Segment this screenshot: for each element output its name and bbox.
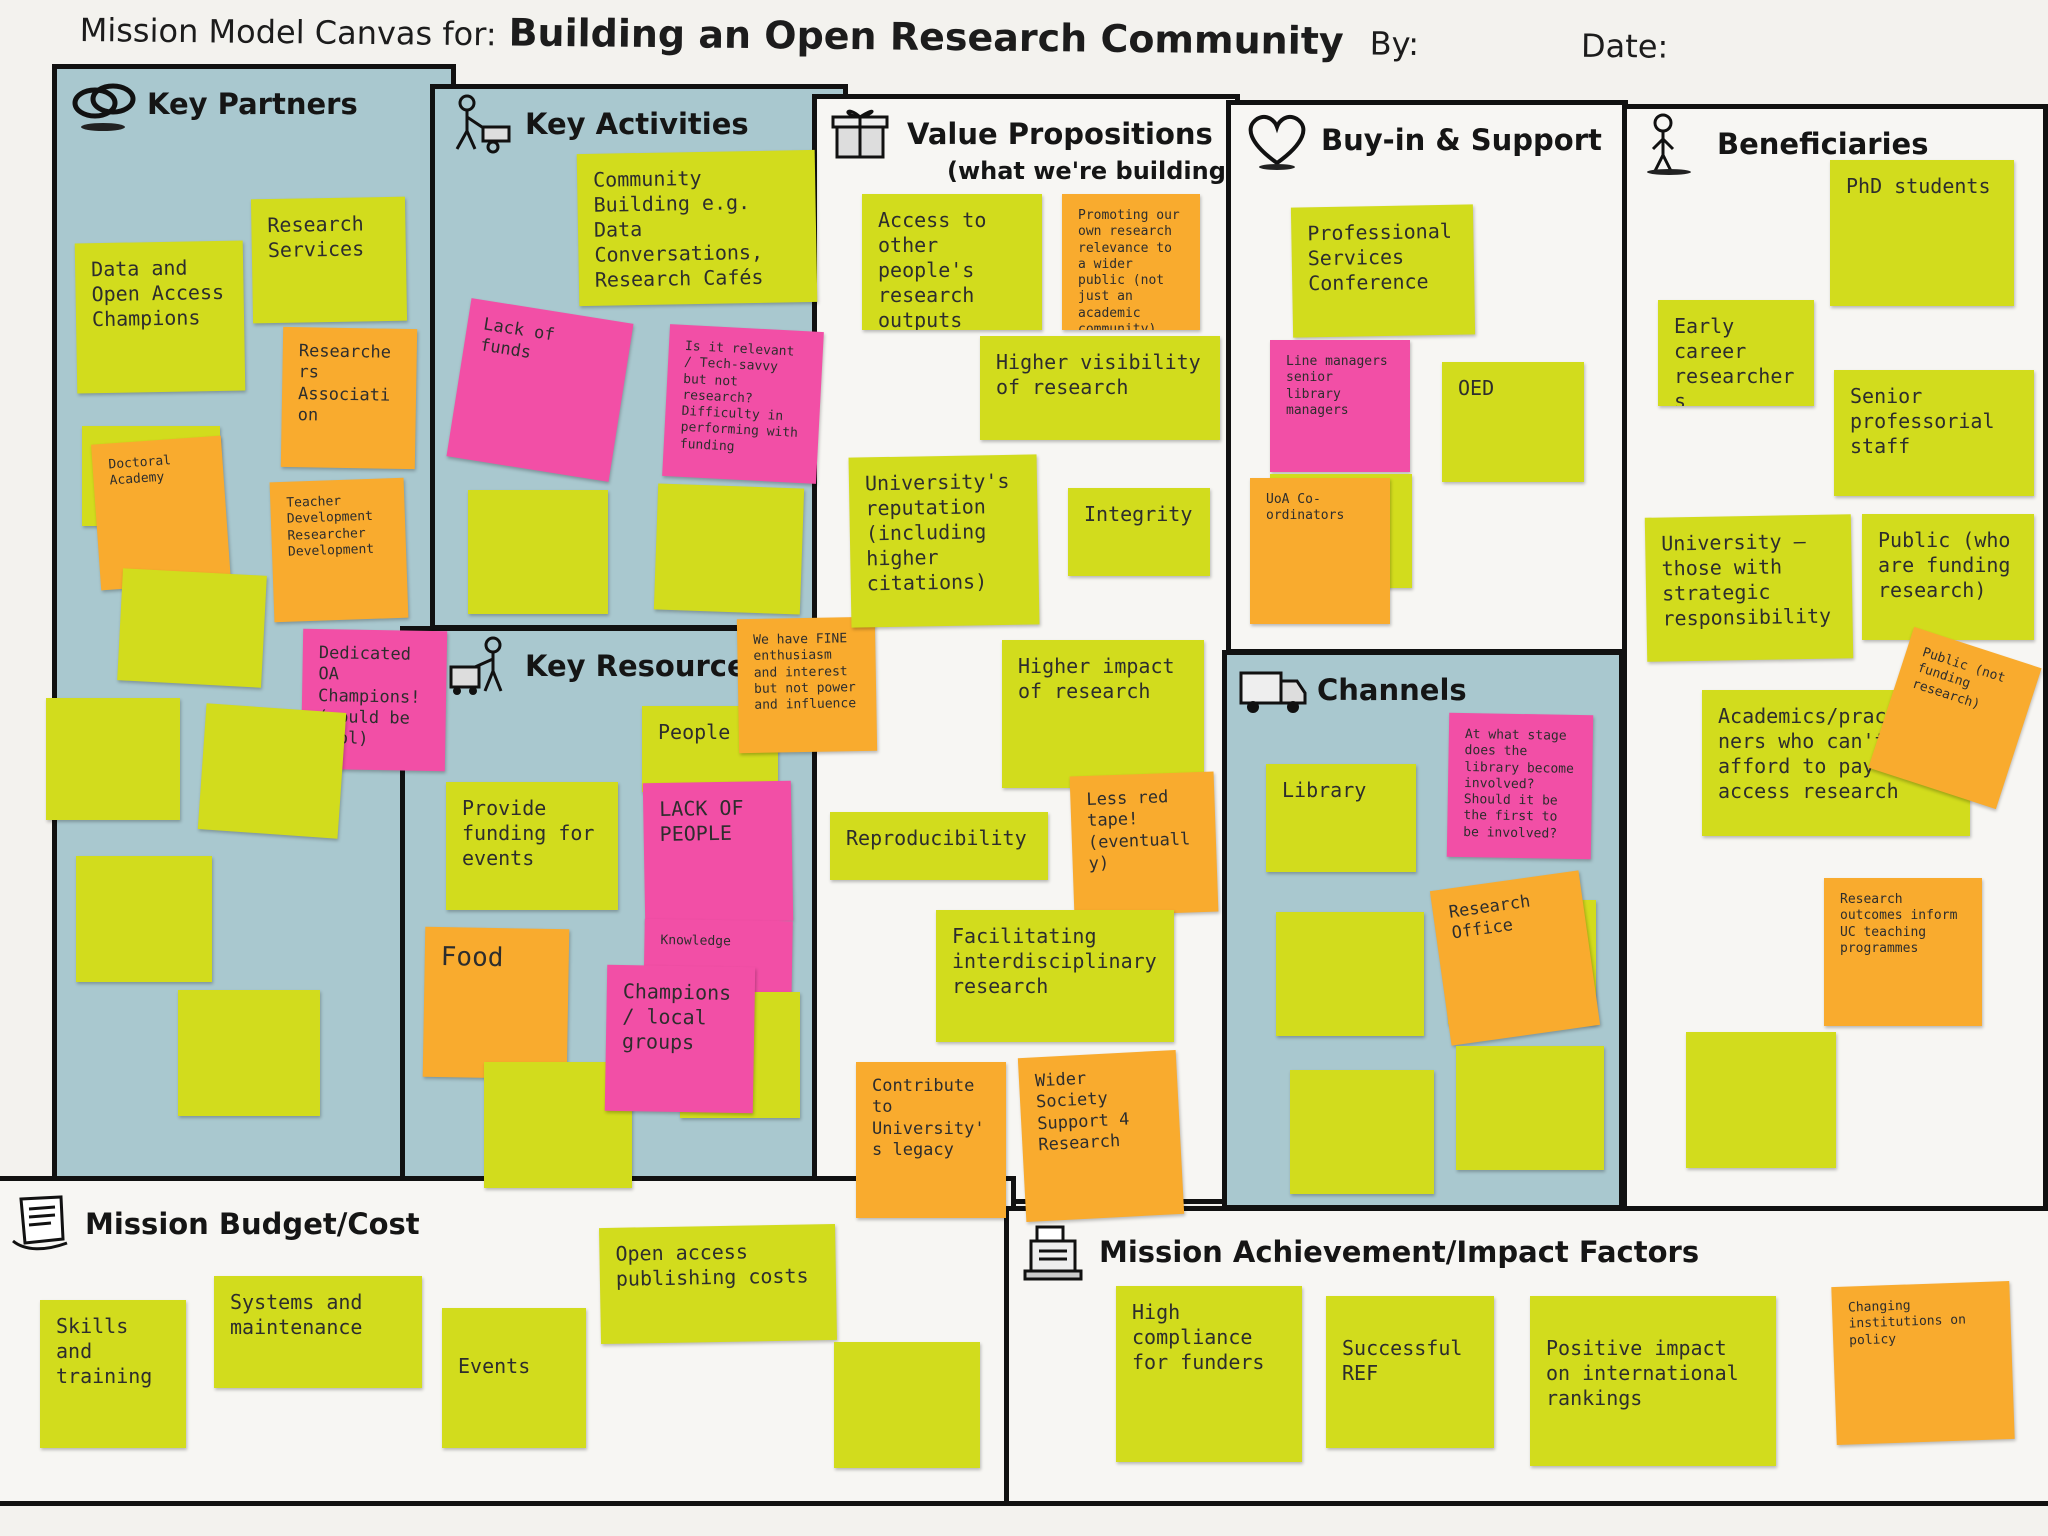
sticky-note: Skills and training: [40, 1300, 186, 1448]
truck-icon: [1237, 659, 1309, 721]
sticky-note: [76, 856, 212, 982]
panel-title: Key Activities: [525, 107, 749, 141]
panel-head-key-resources: Key Resource: [405, 631, 815, 701]
panel-title: Key Resource: [525, 649, 747, 683]
panel-title: Value Propositions: [907, 117, 1213, 151]
sticky-note: We have FINE enthusiasm and interest but…: [736, 616, 878, 754]
canvas-prefix: Mission Model Canvas for:: [79, 10, 497, 54]
sticky-note: [1290, 1070, 1434, 1194]
sticky-note: UoA Co-ordinators: [1250, 478, 1390, 624]
sticky-note: Wider Society Support 4 Research: [1017, 1049, 1185, 1223]
sticky-note: At what stage does the library become in…: [1446, 712, 1594, 860]
canvas-title: Building an Open Research Community: [508, 10, 1344, 64]
receipt-icon: [5, 1193, 77, 1255]
sticky-note: Systems and maintenance: [214, 1276, 422, 1388]
date-label: Date:: [1580, 26, 1669, 66]
sticky-note: Positive impact on international ranking…: [1530, 1296, 1776, 1466]
sticky-note: Higher impact of research: [1002, 640, 1204, 788]
gift-box-icon: [827, 103, 899, 165]
heart-icon: [1241, 109, 1313, 171]
panel-title: Buy-in & Support: [1321, 123, 1602, 157]
sticky-note: Facilitating interdisciplinary research: [936, 910, 1174, 1042]
sticky-note: Successful REF: [1326, 1296, 1494, 1448]
sticky-note: Lack of funds: [446, 298, 634, 482]
standing-person-icon: [1637, 113, 1709, 175]
sticky-note: OED: [1442, 362, 1584, 482]
panel-head-key-partners: Key Partners: [57, 69, 451, 139]
sticky-note: Research Office: [1429, 870, 1601, 1046]
panel-title: Key Partners: [147, 87, 358, 121]
sticky-note: [1276, 912, 1424, 1036]
cash-register-icon: [1019, 1221, 1091, 1283]
panel-head-beneficiaries: Beneficiaries: [1627, 109, 2043, 179]
panel-title: Mission Budget/Cost: [85, 1207, 420, 1241]
panel-title: Beneficiaries: [1717, 127, 1929, 161]
sticky-note: [834, 1342, 980, 1468]
panel-head-value-propositions: Value Propositions: [817, 99, 1235, 169]
sticky-note: [1456, 1046, 1604, 1170]
sticky-note: Champions / local groups: [604, 964, 756, 1114]
sticky-note: Contribute to University's legacy: [856, 1062, 1006, 1218]
sticky-note: Line managers senior library managers: [1270, 340, 1410, 472]
sticky-note: [653, 483, 805, 615]
sticky-note: Access to other people's research output…: [862, 194, 1042, 330]
sticky-note: Public (who are funding research): [1862, 514, 2034, 640]
sticky-note: Professional Services Conference: [1290, 204, 1476, 338]
sticky-note: Is it relevant / Tech-savvy but not rese…: [662, 324, 824, 484]
sticky-note: University – those with strategic respon…: [1644, 514, 1854, 662]
sticky-note: Promoting our own research relevance to …: [1062, 194, 1200, 330]
sticky-note: Research outcomes inform UC teaching pro…: [1824, 878, 1982, 1026]
sticky-note: Food: [422, 926, 570, 1080]
panel-head-mission-budget: Mission Budget/Cost: [0, 1189, 1011, 1259]
panel-head-key-activities: Key Activities: [435, 89, 843, 159]
panel-head-channels: Channels: [1227, 655, 1619, 725]
sticky-note: Less red tape! (eventually): [1069, 771, 1219, 917]
chain-link-icon: [67, 73, 139, 135]
sticky-note: Early career researchers: [1658, 300, 1814, 406]
sticky-note: [117, 568, 267, 688]
sticky-note: Reproducibility: [830, 812, 1048, 880]
panel-title: Mission Achievement/Impact Factors: [1099, 1235, 1700, 1269]
sticky-note: Doctoral Academy: [91, 435, 231, 591]
sticky-note: PhD students: [1830, 160, 2014, 306]
person-with-wheelbarrow-icon: [445, 93, 517, 155]
sticky-note: University's reputation (including highe…: [848, 454, 1040, 628]
panel-title: Channels: [1317, 673, 1467, 707]
sticky-note: Data and Open Access Champions: [74, 240, 246, 394]
sticky-note: High compliance for funders: [1116, 1286, 1302, 1462]
by-label: By:: [1369, 24, 1420, 64]
sticky-note: Changing institutions on policy: [1831, 1280, 2015, 1446]
person-at-crate-icon: [445, 635, 517, 697]
sticky-note: Senior professorial staff: [1834, 370, 2034, 496]
sticky-note: Higher visibility of research: [980, 336, 1220, 440]
sticky-note: Teacher Development Researcher Developme…: [269, 477, 409, 623]
sticky-note: Researchers Association: [280, 326, 418, 470]
sticky-note: LACK OF PEOPLE: [642, 780, 794, 924]
sticky-note: [46, 698, 180, 820]
sticky-note: Provide funding for events: [446, 782, 618, 910]
panel-head-mission-achievement: Mission Achievement/Impact Factors: [1009, 1217, 2048, 1287]
sticky-note: [197, 703, 347, 839]
panel-subtitle: (what we're building): [947, 157, 1237, 185]
sticky-note: [468, 490, 608, 614]
sticky-note: [178, 990, 320, 1116]
sticky-note: Community Building e.g. Data Conversatio…: [576, 149, 818, 307]
sticky-note: Library: [1266, 764, 1416, 872]
sticky-note: Research Services: [250, 196, 408, 324]
sticky-note: Events: [442, 1308, 586, 1448]
sticky-note: [1686, 1032, 1836, 1168]
panel-head-buy-in-support: Buy-in & Support: [1231, 105, 1623, 175]
sticky-note: Open access publishing costs: [599, 1223, 837, 1345]
sticky-note: Integrity: [1068, 488, 1210, 576]
